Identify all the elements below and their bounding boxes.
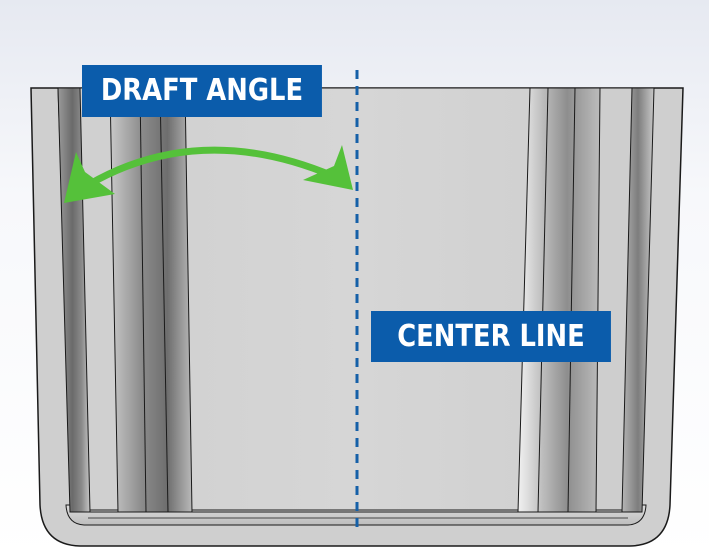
right-rib-edge xyxy=(567,87,576,513)
right-rib xyxy=(517,87,601,513)
right-rib-edge xyxy=(537,87,549,513)
arrowhead-left-icon xyxy=(64,152,115,203)
draft-angle-label: DRAFT ANGLE xyxy=(82,65,322,117)
draft-angle-arc xyxy=(84,146,337,189)
center-line-label: CENTER LINE xyxy=(371,311,611,362)
arrowhead-right-icon xyxy=(303,145,353,190)
